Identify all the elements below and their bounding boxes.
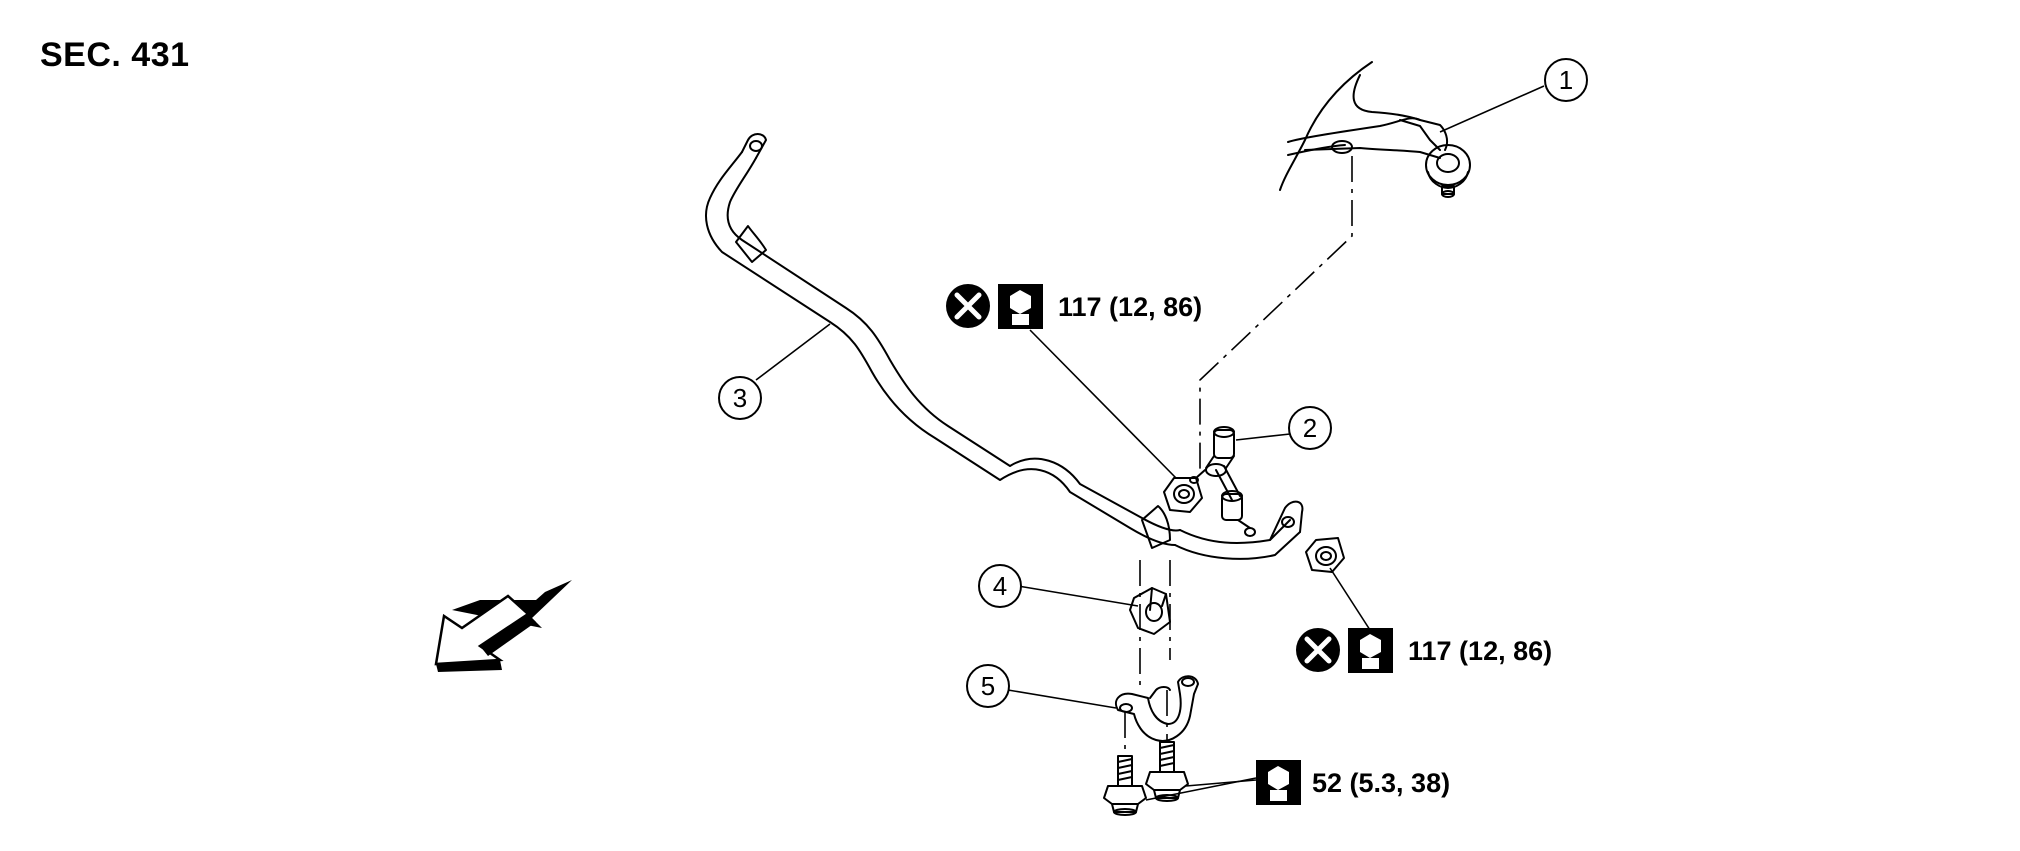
torque-spec-lower: 117 (12, 86) [1296, 628, 1552, 673]
callout-4-label: 4 [993, 571, 1007, 601]
bolt-left [1103, 755, 1147, 816]
lower-nut [1305, 537, 1345, 573]
alignment-lines [1124, 156, 1353, 756]
x-circle-icon [1296, 628, 1340, 672]
callout-2-label: 2 [1303, 413, 1317, 443]
front-arrow-icon [434, 580, 572, 672]
section-label: SEC. 431 [40, 36, 190, 74]
wrench-icon [1348, 628, 1393, 673]
leader-lines [755, 85, 1545, 801]
callout-3: 3 [718, 376, 762, 420]
wrench-icon [998, 284, 1043, 329]
callout-5: 5 [966, 664, 1010, 708]
callout-2: 2 [1288, 406, 1332, 450]
torque-bolts-value: 52 (5.3, 38) [1312, 768, 1450, 798]
clamp [1114, 675, 1199, 742]
x-circle-icon [946, 284, 990, 328]
callout-5-label: 5 [981, 671, 995, 701]
callout-3-label: 3 [733, 383, 747, 413]
upper-nut [1163, 477, 1203, 513]
callout-1-label: 1 [1559, 65, 1573, 95]
callout-1: 1 [1544, 58, 1588, 102]
callout-4: 4 [978, 564, 1022, 608]
torque-spec-upper: 117 (12, 86) [946, 284, 1202, 329]
torque-spec-bolts: 52 (5.3, 38) [1256, 760, 1450, 805]
connecting-rod [1189, 426, 1256, 537]
wrench-icon [1256, 760, 1301, 805]
torque-lower-value: 117 (12, 86) [1408, 636, 1552, 666]
stabilizer-bar [705, 133, 1304, 560]
torque-upper-value: 117 (12, 86) [1058, 292, 1202, 322]
lower-link-bracket [1279, 61, 1471, 198]
bushing [1129, 587, 1171, 635]
